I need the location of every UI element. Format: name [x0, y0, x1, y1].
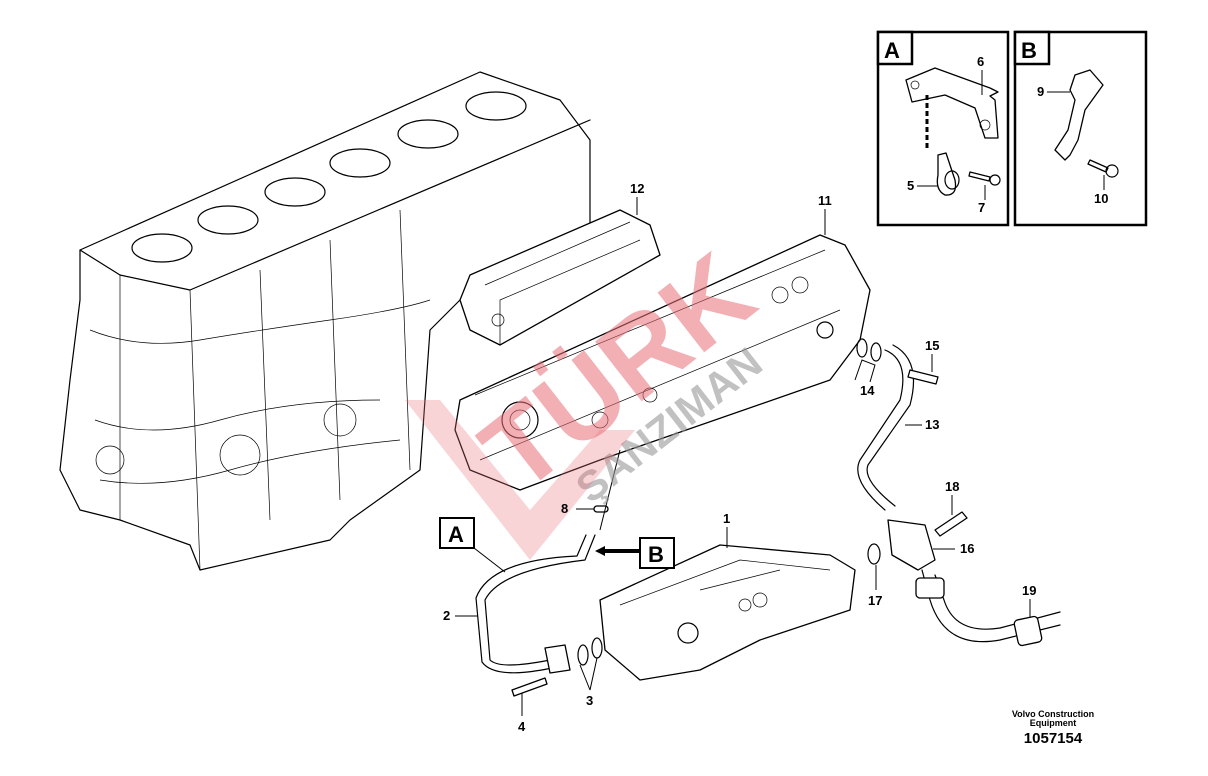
- svg-text:18: 18: [945, 479, 959, 494]
- callouts: 12 11 15 14 13 18 16 17 19 1 8 2 3 4: [443, 181, 1036, 734]
- svg-text:A: A: [884, 38, 900, 63]
- part-6-bracket: [905, 67, 999, 139]
- part-12-cover: [459, 209, 661, 346]
- svg-text:9: 9: [1037, 84, 1044, 99]
- part-15-bolt: [907, 369, 939, 385]
- svg-text:8: 8: [561, 501, 568, 516]
- part-16-connector: [887, 519, 936, 571]
- svg-text:10: 10: [1094, 191, 1108, 206]
- part-1-filter-housing: [599, 544, 856, 681]
- svg-text:16: 16: [960, 541, 974, 556]
- svg-text:2: 2: [443, 608, 450, 623]
- inset-b: B 9 10: [1013, 30, 1148, 227]
- part-13-pipe: [857, 344, 915, 511]
- svg-text:7: 7: [978, 200, 985, 215]
- part-17-seal: [867, 543, 881, 565]
- view-label-b: B: [595, 537, 675, 569]
- engine-block: [59, 71, 591, 571]
- svg-text:19: 19: [1022, 583, 1036, 598]
- part-4-bolt: [511, 677, 548, 697]
- part-2-pipe: [475, 534, 596, 674]
- svg-text:A: A: [448, 522, 464, 547]
- svg-text:B: B: [1021, 38, 1037, 63]
- svg-text:12: 12: [630, 181, 644, 196]
- part-18-bolt: [934, 511, 968, 537]
- part-3-o-ring: [577, 644, 589, 666]
- svg-text:Volvo Construction: Volvo Construction: [1012, 709, 1094, 719]
- pipe-flange: [544, 644, 571, 674]
- svg-text:5: 5: [907, 178, 914, 193]
- watermark-chevron: [405, 400, 635, 560]
- inset-a: A 6 5 7: [876, 30, 1010, 227]
- svg-text:1: 1: [723, 511, 730, 526]
- svg-text:14: 14: [860, 383, 875, 398]
- part-7-bolt: [968, 171, 991, 182]
- svg-text:4: 4: [518, 719, 526, 734]
- svg-text:15: 15: [925, 338, 939, 353]
- svg-text:13: 13: [925, 417, 939, 432]
- svg-text:B: B: [648, 542, 664, 567]
- svg-text:Equipment: Equipment: [1030, 718, 1077, 728]
- svg-text:3: 3: [586, 693, 593, 708]
- svg-text:6: 6: [977, 54, 984, 69]
- svg-text:17: 17: [868, 593, 882, 608]
- part-9-bracket: [1054, 69, 1104, 161]
- part-19-pipe: [921, 569, 1061, 643]
- part-11-cooler-housing: [454, 234, 871, 491]
- part-14-seal: [856, 338, 868, 358]
- drawing-number: 1057154: [1024, 730, 1083, 747]
- view-label-a: A: [439, 517, 506, 573]
- svg-text:11: 11: [818, 193, 832, 208]
- footer-credit: Volvo Construction Equipment 1057154: [1012, 709, 1094, 747]
